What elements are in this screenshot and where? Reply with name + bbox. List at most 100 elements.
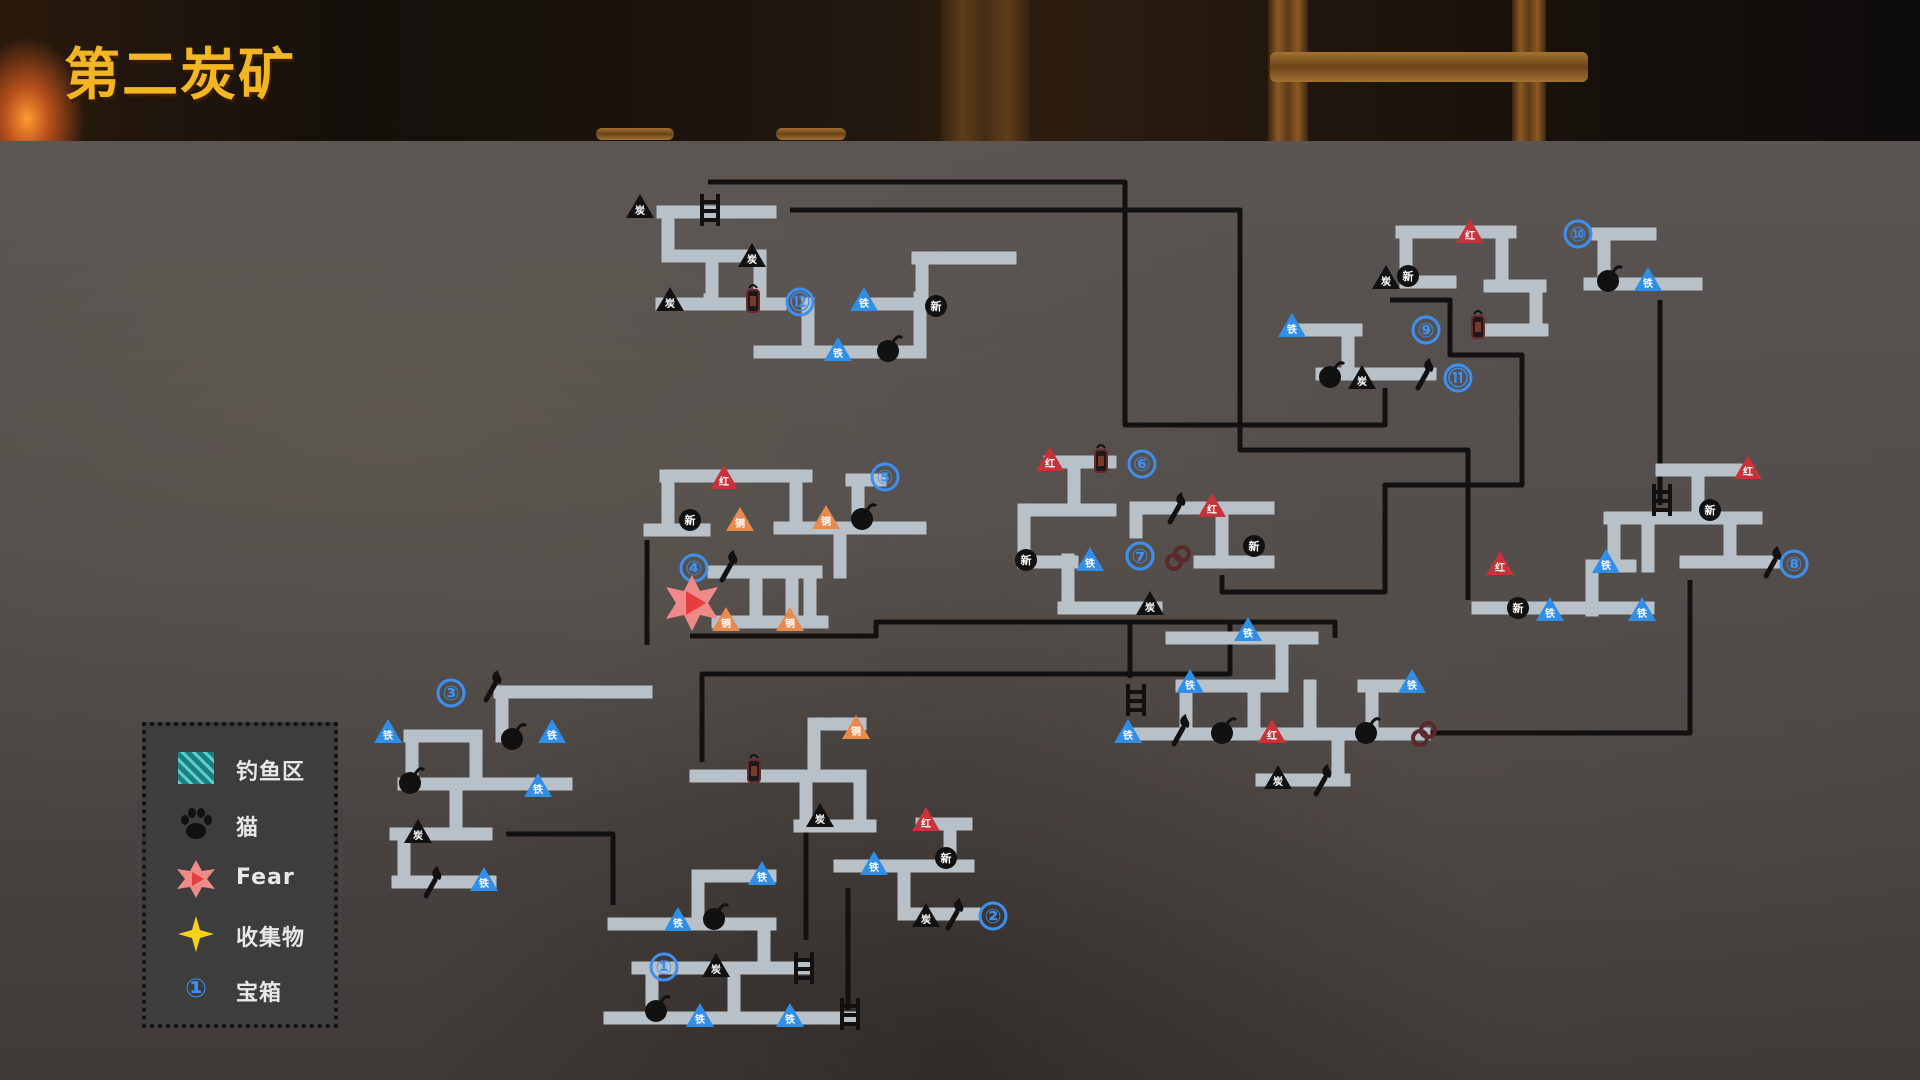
red-label: 红	[1207, 503, 1217, 516]
copper-label: 铜	[821, 515, 831, 528]
new-label: 新	[685, 513, 696, 527]
red-marker: 红	[1258, 719, 1286, 743]
new-label: 新	[931, 299, 942, 313]
connection-line	[1425, 580, 1693, 736]
iron-marker: 铁	[686, 1003, 714, 1027]
coal-marker: 炭	[1372, 265, 1400, 289]
connection-line	[1219, 297, 1525, 595]
red-label: 红	[719, 475, 729, 488]
red-marker: 红	[1036, 447, 1064, 471]
page-title: 第二炭矿	[64, 42, 296, 108]
coal-label: 炭	[1357, 375, 1367, 388]
copper-marker: 铜	[726, 507, 754, 531]
coal-label: 炭	[1273, 775, 1283, 788]
chest-number: ②	[985, 904, 1002, 928]
red-marker: 红	[912, 807, 940, 831]
lantern-icon	[1094, 444, 1108, 473]
legend-item-cat: 猫	[146, 798, 334, 850]
iron-label: 铁	[1243, 627, 1253, 640]
iron-marker: 铁	[374, 719, 402, 743]
iron-marker: 铁	[524, 773, 552, 797]
iron-marker: 铁	[850, 287, 878, 311]
connection-line	[699, 622, 1233, 762]
chest-marker: ④	[679, 553, 709, 583]
coal-label: 炭	[711, 963, 721, 976]
legend-item-collectible: 收集物	[146, 908, 334, 960]
red-label: 红	[1267, 729, 1277, 742]
fear-star-icon	[177, 860, 215, 898]
new-marker: 新	[1397, 265, 1419, 287]
resource-markers: 炭炭炭铁铁新红炭新铁炭铁红新铁炭红新红新铜铜铜铜红新红铁新铁铁铁铁铁铁红炭铁铁铁…	[374, 194, 1762, 1027]
cave-tunnel	[1471, 463, 1781, 617]
new-marker: 新	[1507, 597, 1529, 619]
cave-tunnel	[833, 817, 981, 921]
new-label: 新	[1705, 503, 1716, 517]
red-marker: 红	[1456, 219, 1484, 243]
rope-icon	[1411, 721, 1437, 747]
iron-label: 铁	[869, 861, 879, 874]
iron-marker: 铁	[1592, 549, 1620, 573]
new-marker: 新	[679, 509, 701, 531]
iron-label: 铁	[673, 917, 683, 930]
coal-marker: 炭	[626, 194, 654, 218]
new-label: 新	[1513, 601, 1524, 615]
chest-number: ①	[656, 955, 673, 979]
chest-marker: ⑥	[1127, 449, 1157, 479]
legend-item-chest: ① 宝箱	[146, 963, 334, 1015]
chest-number: ④	[686, 556, 703, 580]
iron-label: 铁	[1287, 323, 1297, 336]
new-marker: 新	[935, 847, 957, 869]
iron-label: 铁	[1123, 729, 1133, 742]
red-marker: 红	[1486, 551, 1514, 575]
red-label: 红	[1045, 457, 1055, 470]
iron-label: 铁	[1085, 557, 1095, 570]
fear-play-icon	[686, 591, 706, 615]
chest-number-icon: ①	[184, 974, 207, 1004]
legend-panel: 钓鱼区 猫 Fear 收集物 ① 宝箱	[142, 722, 338, 1028]
legend-item-fear: Fear	[146, 853, 334, 905]
iron-label: 铁	[479, 877, 489, 890]
new-label: 新	[1249, 539, 1260, 553]
torches	[426, 358, 1781, 928]
new-marker: 新	[1243, 535, 1265, 557]
chest-number: ⑨	[1418, 318, 1435, 342]
copper-label: 铜	[785, 617, 795, 630]
coal-marker: 炭	[702, 953, 730, 977]
mine-crossbar	[1270, 52, 1588, 82]
coal-marker: 炭	[1264, 765, 1292, 789]
iron-marker: 铁	[860, 851, 888, 875]
copper-marker: 铜	[812, 505, 840, 529]
torch-flame	[0, 30, 90, 141]
iron-label: 铁	[695, 1013, 705, 1026]
copper-marker: 铜	[712, 607, 740, 631]
iron-label: 铁	[1637, 607, 1647, 620]
legend-label: 猫	[236, 816, 260, 841]
chest-marker: ⑫	[785, 287, 815, 317]
chest-marker: ⑤	[870, 462, 900, 492]
chest-number: ③	[443, 681, 460, 705]
chest-number: ⑪	[1448, 366, 1468, 390]
collectible-star-icon	[178, 916, 214, 952]
chest-marker: ①	[649, 952, 679, 982]
chest-number: ⑤	[877, 465, 894, 489]
coal-marker: 炭	[1348, 365, 1376, 389]
iron-label: 铁	[833, 347, 843, 360]
red-label: 红	[1495, 561, 1505, 574]
coal-label: 炭	[921, 913, 931, 926]
iron-label: 铁	[533, 783, 543, 796]
cave-paths	[389, 205, 1781, 1025]
chest-marker: ②	[978, 901, 1008, 931]
iron-marker: 铁	[1278, 313, 1306, 337]
chest-marker: ⑪	[1443, 363, 1473, 393]
coal-label: 炭	[413, 829, 423, 842]
new-marker: 新	[1699, 499, 1721, 521]
bombs	[397, 265, 1624, 1024]
copper-label: 铜	[851, 725, 861, 738]
coal-label: 炭	[665, 297, 675, 310]
iron-label: 铁	[1545, 607, 1555, 620]
chest-number: ⑧	[1786, 552, 1803, 576]
mine-beam	[940, 0, 1030, 141]
chest-marker: ⑦	[1125, 541, 1155, 571]
iron-marker: 铁	[824, 337, 852, 361]
cave-tunnel	[655, 205, 787, 311]
